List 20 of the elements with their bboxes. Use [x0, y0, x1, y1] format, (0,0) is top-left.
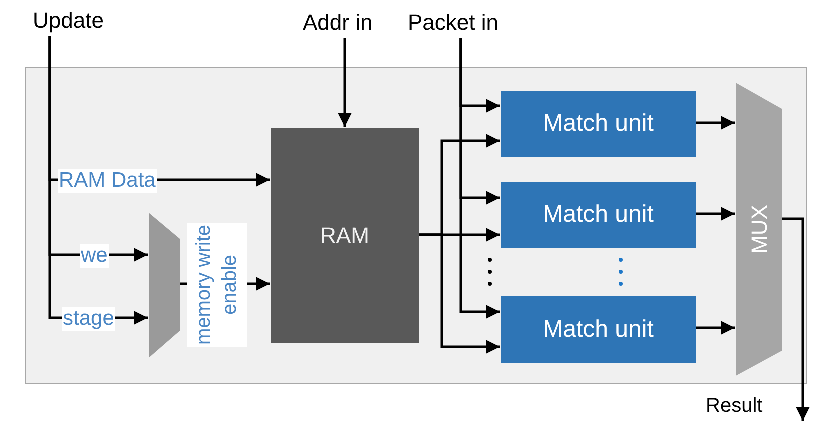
signal-label: Packet in — [408, 8, 518, 38]
signal-arrow — [418, 234, 500, 354]
mux-label: MUX — [746, 205, 772, 254]
ram-block: RAM — [271, 128, 419, 343]
match-unit-block: Match unit — [501, 182, 696, 248]
edge-label: RAM Data — [58, 169, 157, 193]
signal-arrow — [695, 321, 735, 335]
edge-label: memory write enable — [187, 223, 247, 347]
signal-arrow — [695, 207, 735, 221]
edge-label: we — [80, 244, 109, 268]
match-unit-block: Match unit — [501, 91, 696, 157]
signal-arrow — [338, 38, 352, 127]
signal-label: Update — [33, 6, 117, 36]
signal-arrow — [695, 116, 735, 130]
edge-label: stage — [62, 307, 116, 331]
output-label: Result — [706, 394, 763, 419]
signal-label: Addr in — [303, 8, 389, 38]
signal-arrow — [781, 218, 810, 421]
match-unit-block: Match unit — [501, 296, 696, 363]
signal-arrow — [460, 38, 500, 319]
